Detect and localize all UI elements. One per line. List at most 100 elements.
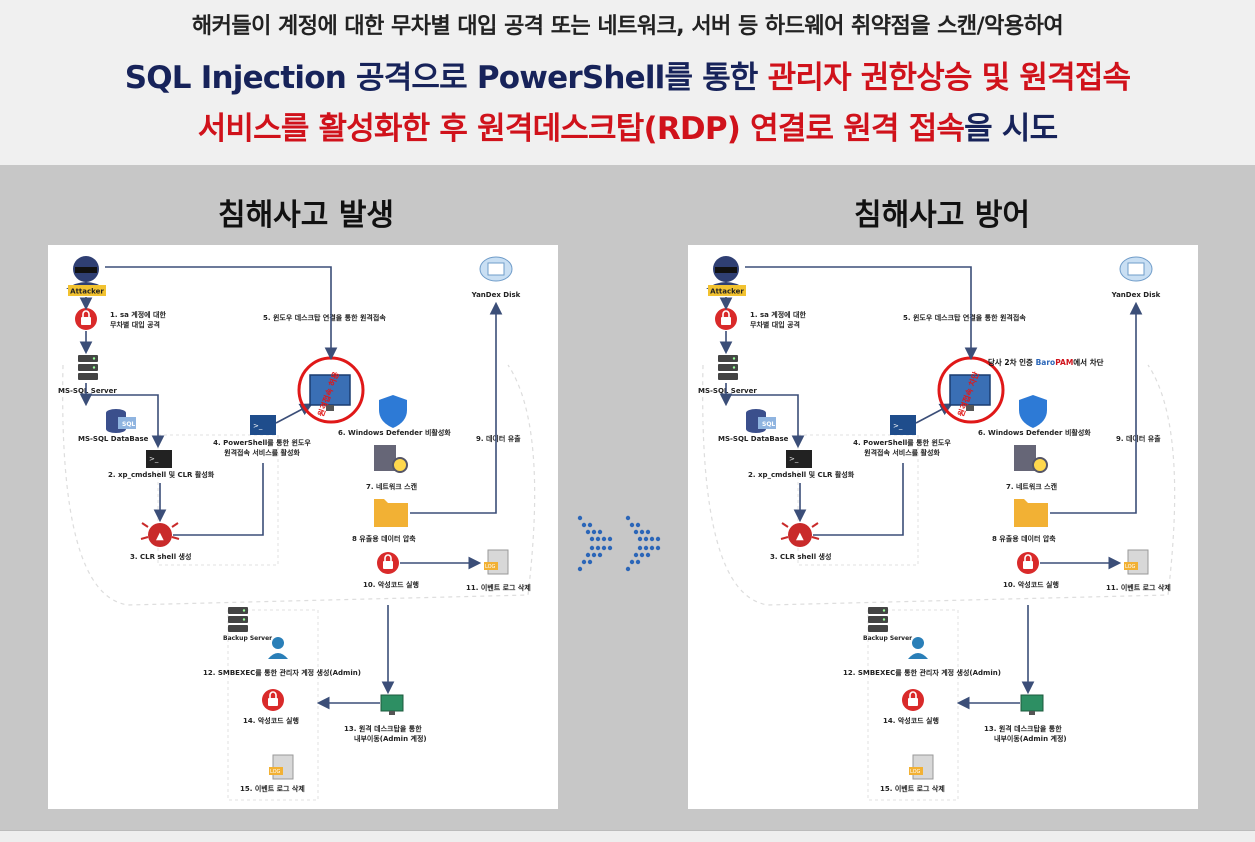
sql-badge-label: SQL — [122, 421, 135, 428]
log-file-icon: LOG — [909, 754, 934, 780]
terminal-icon: >_ — [250, 415, 276, 435]
diagram-label: 4. PowerShell를 통한 윈도우 — [853, 438, 951, 447]
diagram-label: 1. sa 계정에 대한 — [110, 310, 166, 319]
svg-text:LOG: LOG — [485, 564, 496, 570]
diagram-label: 내부이동(Admin 계정) — [354, 734, 427, 743]
header-line-2: SQL Injection 공격으로 PowerShell를 통한 관리자 권한… — [0, 52, 1255, 97]
terminal-icon: >_ — [146, 450, 172, 468]
log-file-icon: LOG — [269, 754, 294, 780]
diagram-label: 13. 원격 데스크탑을 통한 — [984, 724, 1062, 733]
padlock-icon — [1017, 552, 1039, 574]
diagram-label: 2. xp_cmdshell 및 CLR 활성화 — [748, 470, 855, 479]
diagram-label: 9. 데이터 유출 — [476, 434, 521, 443]
header-line-3-part-b: 을 시도 — [964, 111, 1058, 147]
diagram-label: 15. 이벤트 로그 삭제 — [880, 784, 945, 793]
diagram-label: 10. 악성코드 실행 — [363, 580, 419, 589]
svg-text:>_: >_ — [149, 455, 159, 463]
lock-user-icon — [75, 308, 97, 330]
padlock-icon — [262, 689, 284, 711]
cloud-icon — [1119, 256, 1153, 282]
admin-user-icon — [908, 637, 928, 659]
diagram-label: 8 유출용 데이터 압축 — [992, 534, 1056, 543]
header-line-3: 서비스를 활성화한 후 원격데스크탑(RDP) 연결로 원격 접속을 시도 — [0, 103, 1255, 148]
defense-note: 당사 2차 인증 BaroPAM에서 차단 — [988, 357, 1104, 367]
server-icon — [78, 355, 98, 380]
diagram-label: 4. PowerShell를 통한 윈도우 — [213, 438, 311, 447]
diagram-label: Backup Server — [863, 635, 912, 642]
sql-badge-label: SQL — [762, 421, 775, 428]
svg-text:▲: ▲ — [796, 531, 804, 542]
log-file-icon: LOG — [484, 549, 509, 575]
diagram-label: 6. Windows Defender 비활성화 — [338, 428, 451, 437]
cloud-icon — [479, 256, 513, 282]
diagram-label: 9. 데이터 유출 — [1116, 434, 1161, 443]
diagram-label: 12. SMBEXEC를 통한 관리자 계정 생성(Admin) — [843, 668, 1001, 677]
scan-icon — [374, 445, 408, 473]
footer-bar — [0, 830, 1255, 842]
server-icon — [228, 607, 248, 632]
diagram-label: YanDex Disk — [1111, 291, 1161, 299]
diagram-label: 13. 원격 데스크탑을 통한 — [344, 724, 422, 733]
diagram-label: 8 유출용 데이터 압축 — [352, 534, 416, 543]
hacker-icon — [66, 256, 106, 289]
attacker-label: Attacker — [70, 288, 104, 296]
monitor-icon — [309, 374, 351, 411]
attacker-label: Attacker — [710, 288, 744, 296]
scan-icon — [1014, 445, 1048, 473]
hacker-icon — [706, 256, 746, 289]
header-line-2-part-b: 관리자 권한상승 및 원격접속 — [767, 60, 1131, 96]
bug-icon: ▲ — [780, 522, 820, 547]
terminal-icon: >_ — [786, 450, 812, 468]
svg-text:>_: >_ — [253, 422, 263, 430]
mssql-server-label: MS-SQL Server — [698, 387, 757, 395]
svg-text:LOG: LOG — [910, 769, 921, 775]
lock-user-icon — [715, 308, 737, 330]
diagram-label: 11. 이벤트 로그 삭제 — [1106, 583, 1171, 592]
left-section-title: 침해사고 발생 — [217, 198, 395, 233]
header-line-1: 해커들이 계정에 대한 무차별 대입 공격 또는 네트워크, 서버 등 하드웨어… — [191, 14, 1064, 39]
diagram-label: 15. 이벤트 로그 삭제 — [240, 784, 305, 793]
header-line-3-part-a: 서비스를 활성화한 후 원격데스크탑(RDP) 연결로 원격 접속 — [197, 111, 965, 147]
folder-icon — [374, 499, 408, 527]
padlock-icon — [902, 689, 924, 711]
diagram-label: 5. 윈도우 데스크탑 연결을 통한 원격접속 — [263, 313, 386, 322]
mssql-db-label: MS-SQL DataBase — [78, 435, 149, 443]
svg-text:LOG: LOG — [1125, 564, 1136, 570]
diagram-label: 10. 악성코드 실행 — [1003, 580, 1059, 589]
right-section-title: 침해사고 방어 — [853, 198, 1031, 233]
diagram-label: 5. 윈도우 데스크탑 연결을 통한 원격접속 — [903, 313, 1026, 322]
diagram-label: 2. xp_cmdshell 및 CLR 활성화 — [108, 470, 215, 479]
monitor-icon — [1020, 694, 1044, 715]
diagram-label: 14. 악성코드 실행 — [243, 716, 299, 725]
admin-user-icon — [268, 637, 288, 659]
diagram-label: 7. 네트워크 스캔 — [366, 482, 418, 491]
svg-text:>_: >_ — [789, 455, 799, 463]
shield-icon — [1019, 395, 1047, 428]
diagram-label: 무차별 대입 공격 — [750, 320, 800, 329]
diagram-label: 3. CLR shell 생성 — [130, 552, 191, 561]
server-icon — [868, 607, 888, 632]
database-icon — [746, 409, 776, 433]
shield-icon — [379, 395, 407, 428]
diagram-label: Backup Server — [223, 635, 272, 642]
svg-text:▲: ▲ — [156, 531, 164, 542]
folder-icon — [1014, 499, 1048, 527]
double-chevron-arrow-icon — [574, 512, 674, 584]
svg-text:LOG: LOG — [270, 769, 281, 775]
bug-icon: ▲ — [140, 522, 180, 547]
log-file-icon: LOG — [1124, 549, 1149, 575]
svg-text:>_: >_ — [893, 422, 903, 430]
diagram-label: 14. 악성코드 실행 — [883, 716, 939, 725]
diagram-label: 내부이동(Admin 계정) — [994, 734, 1067, 743]
diagram-label: 7. 네트워크 스캔 — [1006, 482, 1058, 491]
diagram-label: 원격접속 서비스를 활성화 — [864, 448, 940, 457]
diagram-label: 12. SMBEXEC를 통한 관리자 계정 생성(Admin) — [203, 668, 361, 677]
diagram-label: 11. 이벤트 로그 삭제 — [466, 583, 531, 592]
mssql-server-label: MS-SQL Server — [58, 387, 117, 395]
diagram-label: 6. Windows Defender 비활성화 — [978, 428, 1091, 437]
monitor-icon — [949, 374, 991, 411]
